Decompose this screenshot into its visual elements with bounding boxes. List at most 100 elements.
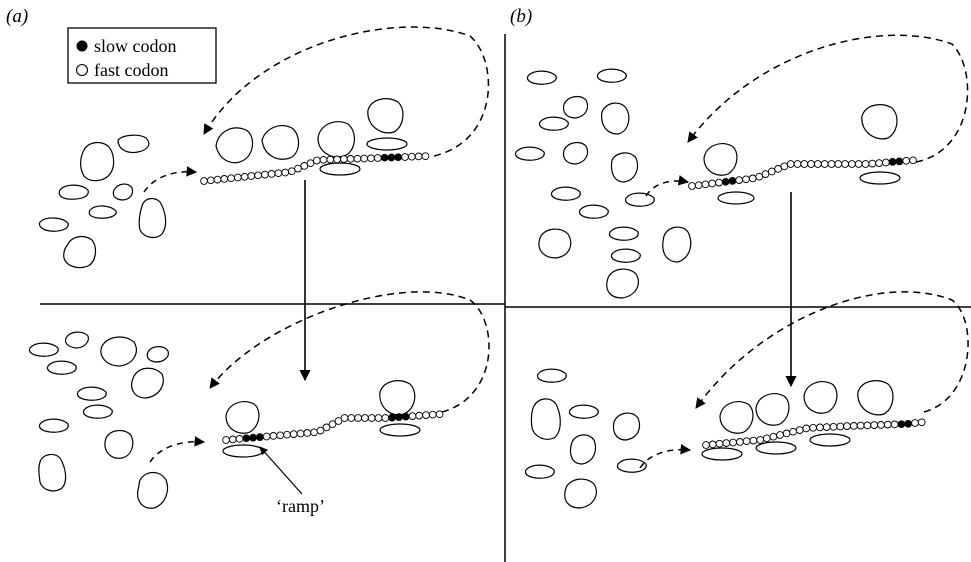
fast-codon <box>836 422 845 431</box>
recycling-arrow <box>203 26 490 157</box>
fast-codon <box>809 423 817 432</box>
fast-codon <box>240 172 249 181</box>
slow-codon <box>888 158 897 166</box>
fast-codon <box>274 169 283 178</box>
initiation-arrow <box>149 436 206 463</box>
fast-codon <box>276 431 285 440</box>
mrna-strand <box>688 156 917 190</box>
fast-codon <box>312 156 321 165</box>
fast-codon <box>827 160 836 168</box>
fast-codon <box>281 168 290 177</box>
fast-codon <box>296 429 305 438</box>
fast-codon <box>283 430 291 439</box>
fast-codon <box>861 160 870 168</box>
slow-codon <box>728 177 737 185</box>
fast-codon <box>373 154 382 162</box>
fast-codon <box>736 438 744 446</box>
free-ribosome-pool <box>514 68 692 299</box>
fast-codon <box>769 432 778 441</box>
fast-codon <box>911 419 919 427</box>
fast-codon <box>793 160 802 168</box>
fast-codon <box>749 436 758 445</box>
fast-codon <box>346 155 355 163</box>
slow-codon <box>380 153 389 162</box>
slow-codon <box>904 419 913 428</box>
fast-codon <box>289 430 298 438</box>
fast-codon <box>303 429 312 437</box>
fast-codon <box>326 155 335 164</box>
fast-codon <box>883 420 892 429</box>
fast-codon <box>254 171 262 180</box>
fast-codon <box>306 159 315 168</box>
fast-codon <box>708 179 717 188</box>
fast-codon <box>267 170 276 178</box>
fast-codon <box>206 176 215 185</box>
fast-codon <box>742 175 750 184</box>
fast-codon <box>902 156 911 165</box>
slow-codon <box>388 413 396 422</box>
initiation-arrow <box>143 166 198 193</box>
fast-codon <box>422 411 430 419</box>
mrna-strand <box>702 418 926 449</box>
fast-codon <box>789 427 797 436</box>
fast-codon <box>233 173 242 182</box>
fast-codon <box>870 421 879 429</box>
mrna-strand <box>200 152 430 185</box>
fast-codon <box>854 160 863 168</box>
fast-codon <box>294 164 302 173</box>
fast-codon <box>414 152 423 161</box>
fast-codon <box>814 160 822 168</box>
fast-codon <box>863 421 872 430</box>
slow-codon <box>395 413 403 421</box>
fast-codon <box>421 152 430 161</box>
fast-codon <box>795 426 804 434</box>
fast-codon <box>715 439 724 448</box>
fast-codon <box>868 159 877 168</box>
fast-codon <box>786 160 795 168</box>
polysome <box>703 104 901 205</box>
free-ribosome-pool <box>28 331 169 509</box>
legend: slow codon fast codon <box>67 27 217 84</box>
fast-codon <box>843 422 851 430</box>
panel-a-bottom: ‘ramp’ <box>28 291 490 516</box>
fast-codon <box>802 424 811 433</box>
slow-codon <box>394 153 403 162</box>
polysome <box>222 380 421 458</box>
fast-codon <box>435 410 444 419</box>
fast-codon <box>319 155 328 164</box>
fast-codon <box>761 170 770 178</box>
fast-codon <box>735 176 744 184</box>
fast-codon <box>367 154 375 163</box>
fast-codon <box>374 414 383 422</box>
fast-codon <box>334 417 343 425</box>
fast-codon <box>316 426 325 435</box>
fast-codon <box>890 420 899 429</box>
panel-a-top <box>38 26 490 269</box>
fast-codon <box>322 423 331 432</box>
fast-codon <box>694 181 703 190</box>
fast-codon <box>822 423 831 431</box>
fast-codon <box>877 421 885 429</box>
fast-codon <box>333 155 341 164</box>
fast-codon-legend-icon <box>75 63 89 77</box>
slow-codon <box>897 420 906 429</box>
fast-codon <box>762 434 771 443</box>
slow-codon-legend-icon <box>76 40 88 52</box>
polysome <box>215 98 408 176</box>
fast-codon <box>261 170 269 179</box>
initiation-arrow <box>639 444 692 469</box>
fast-codon <box>917 418 926 427</box>
fast-codon <box>849 422 858 430</box>
fast-codon <box>222 436 230 444</box>
polysome <box>701 380 894 461</box>
fast-codon <box>909 156 917 165</box>
recycling-arrow <box>687 34 969 163</box>
fast-codon <box>415 411 424 420</box>
fast-codon <box>340 414 349 422</box>
fast-codon <box>220 175 229 183</box>
free-ribosome-pool <box>38 134 167 269</box>
legend-fast-label: fast codon <box>94 60 168 80</box>
ramp-pointer-arrow <box>259 446 303 495</box>
fast-codon <box>875 159 883 167</box>
